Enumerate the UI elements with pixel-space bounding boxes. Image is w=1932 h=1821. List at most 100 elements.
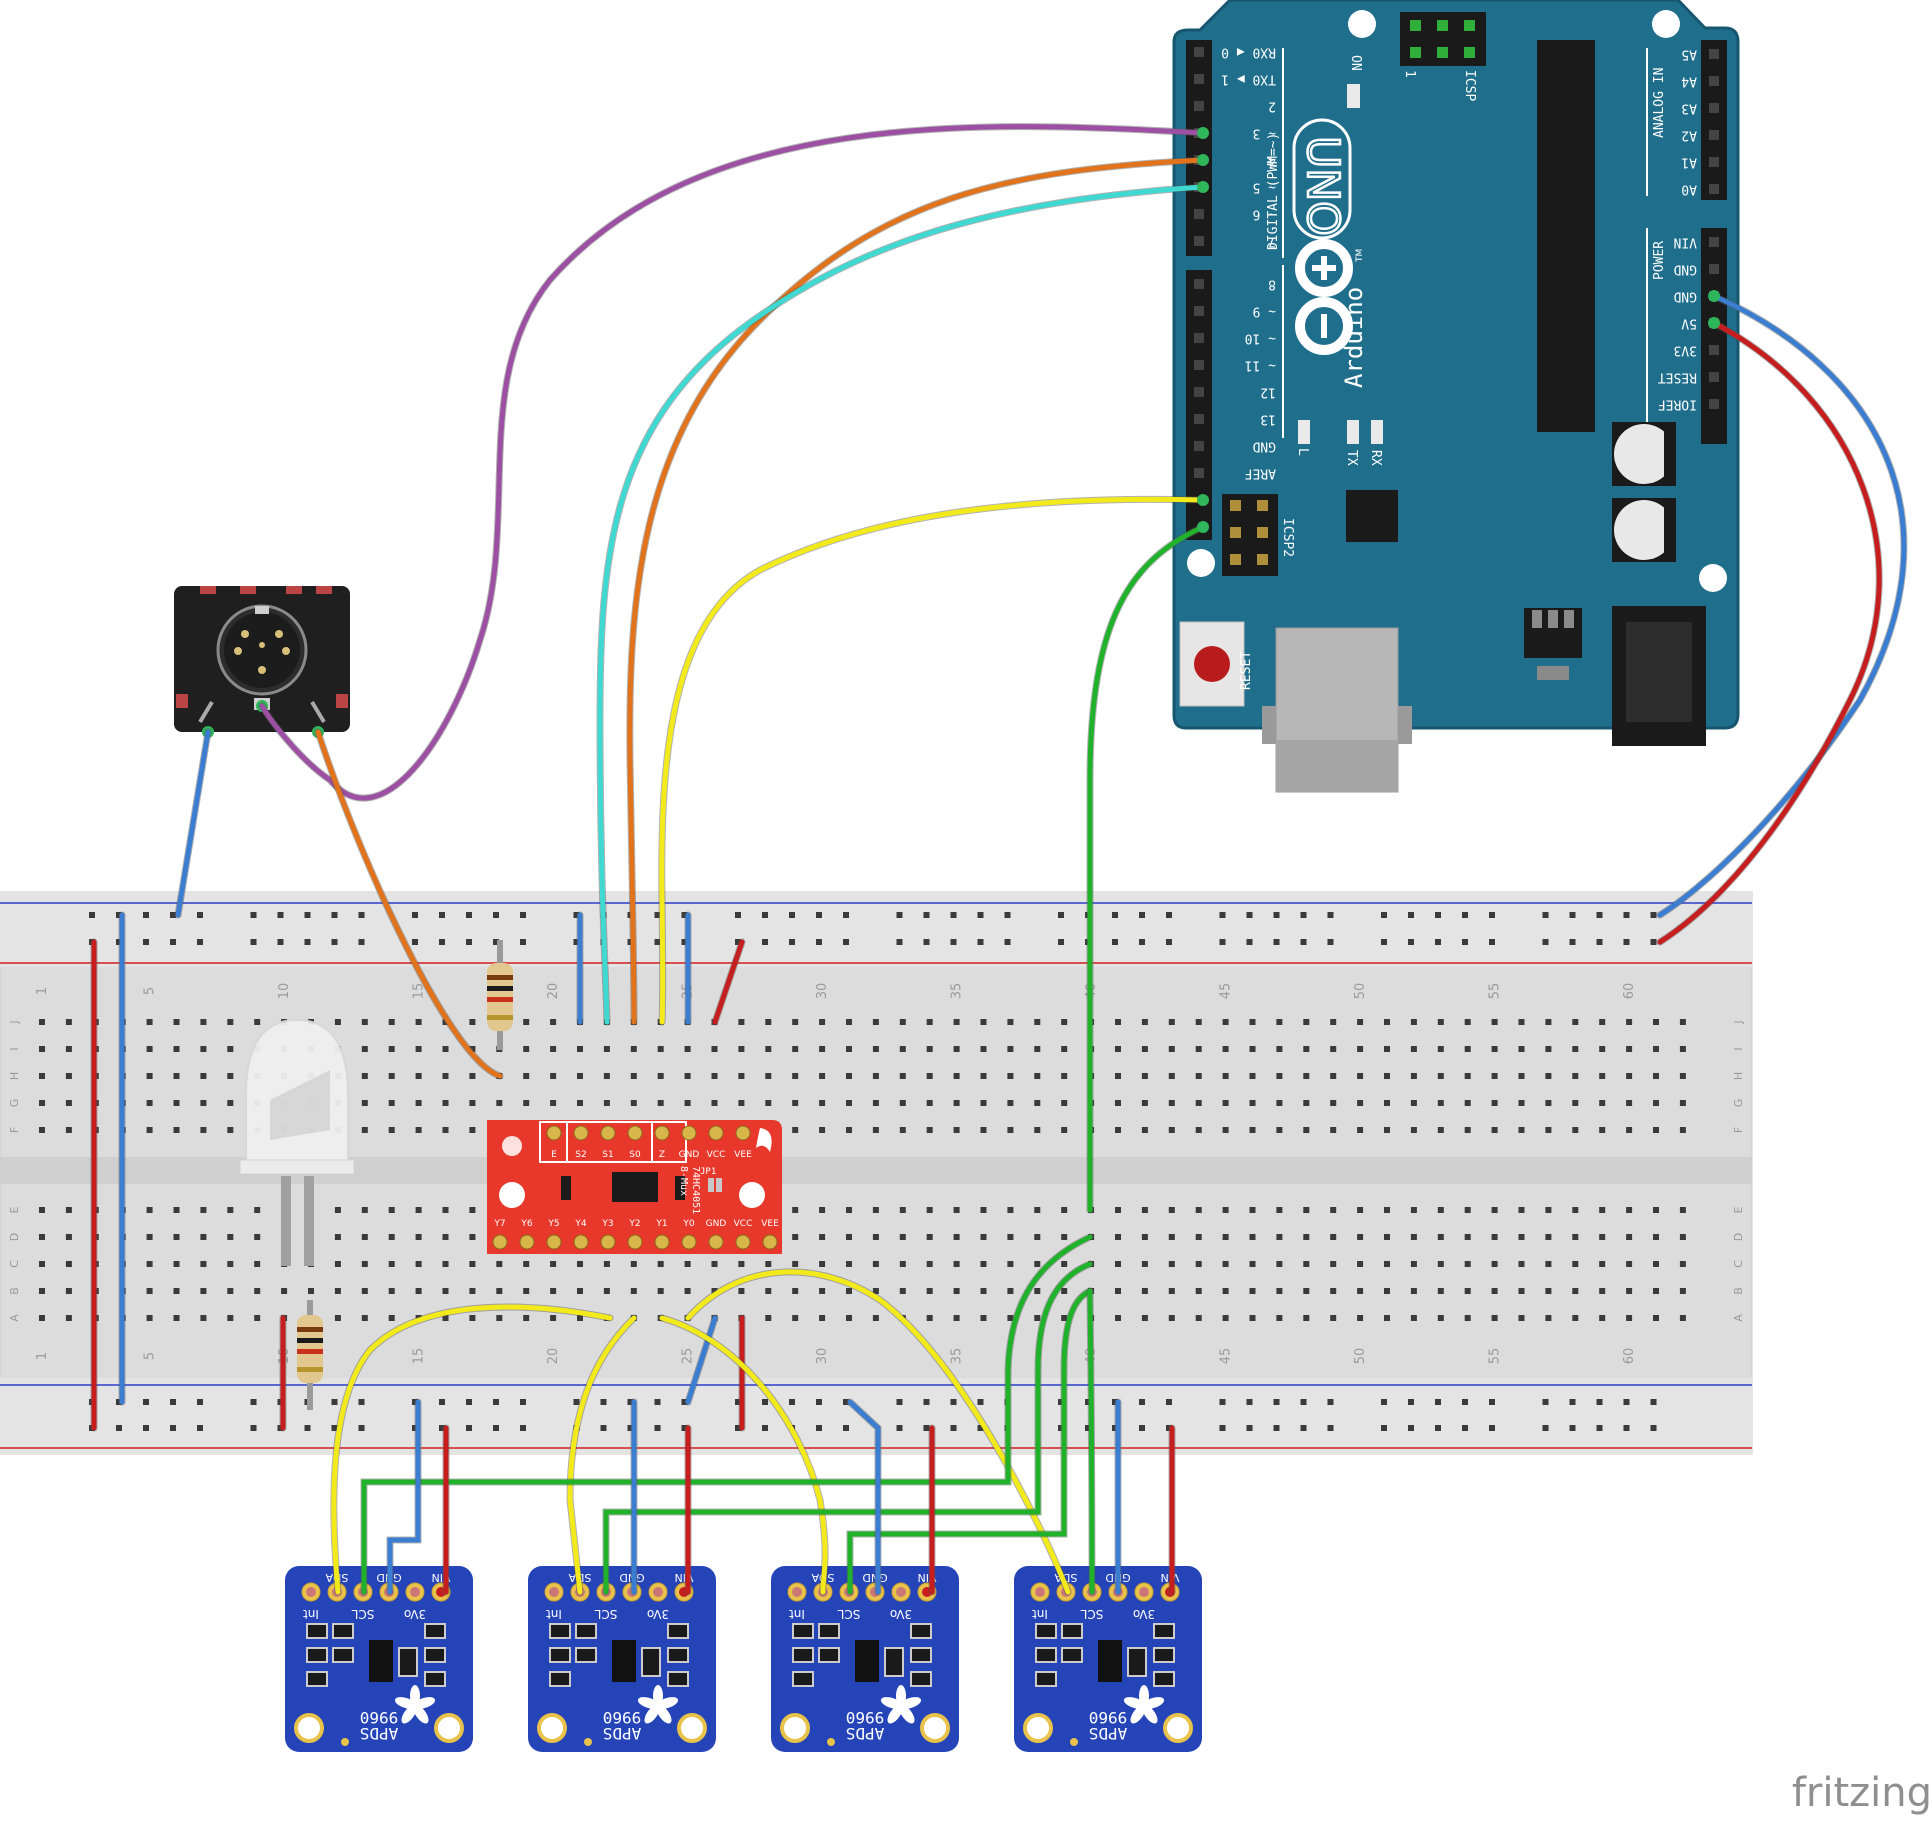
breadboard-hole [200, 1207, 207, 1213]
led-tx-label: TX [1344, 450, 1359, 466]
breadboard-hole [469, 1207, 476, 1213]
header-pin [1194, 306, 1204, 316]
breadboard-hole [1572, 1046, 1579, 1052]
breadboard-hole [388, 1315, 395, 1321]
wire-red-mux-vcc[interactable] [712, 939, 745, 1025]
breadboard-hole [388, 1100, 395, 1106]
rail-hole [304, 939, 311, 945]
icsp2-label: ICSP2 [1280, 518, 1295, 557]
breadboard-hole [415, 1100, 422, 1106]
row-label: D [1732, 1233, 1745, 1241]
breadboard-hole [872, 1127, 879, 1133]
sensor-pin-label: 3Vo [404, 1607, 426, 1621]
breadboard-hole [1061, 1207, 1068, 1213]
wire-green-scl2[interactable] [603, 1261, 1093, 1595]
breadboard-hole [1168, 1234, 1175, 1240]
digital-pin-label: AREF [1245, 466, 1276, 481]
header-pin [1194, 101, 1204, 111]
reset-button-cap[interactable] [1194, 646, 1230, 682]
rail-hole [1408, 1399, 1414, 1405]
breadboard-hole [1141, 1100, 1148, 1106]
wire-blue-sensor3[interactable] [847, 1399, 881, 1595]
breadboard-hole [146, 1100, 153, 1106]
digital-pin-label: TX0 ▶ 1 [1221, 72, 1276, 87]
breadboard-hole [953, 1100, 960, 1106]
analog-section-label: ANALOG IN [1652, 68, 1667, 138]
breadboard-hole [1330, 1234, 1337, 1240]
breadboard-hole [1276, 1288, 1283, 1294]
breadboard-hole [1545, 1315, 1552, 1321]
sensor-pin-label: Int [789, 1607, 805, 1621]
wire-green-sda[interactable] [1087, 524, 1206, 1213]
rail-hole [654, 912, 661, 918]
breadboard-hole [872, 1207, 879, 1213]
breadboard-hole [1599, 1019, 1606, 1025]
breadboard-hole [469, 1288, 476, 1294]
breadboard-hole [953, 1234, 960, 1240]
breadboard-hole [738, 1046, 745, 1052]
wire-yellow-sensor1[interactable] [331, 1304, 613, 1595]
led-tx [1347, 420, 1359, 444]
rail-hole [1004, 912, 1011, 918]
reset-button[interactable] [1179, 621, 1245, 707]
rail-hole [1650, 1399, 1657, 1405]
header-pin [1194, 209, 1204, 219]
breadboard-hole [1410, 1019, 1417, 1025]
row-label: F [1732, 1127, 1745, 1133]
breadboard-hole [1626, 1234, 1633, 1240]
breadboard-hole [1007, 1073, 1014, 1079]
breadboard-hole [1384, 1261, 1390, 1267]
breadboard-hole [1303, 1234, 1310, 1240]
breadboard-hole [146, 1046, 153, 1052]
fritzing-watermark: fritzing [1792, 1770, 1932, 1816]
rail-hole [843, 912, 849, 918]
wire-green-scl3[interactable] [847, 1288, 1093, 1595]
row-label: C [8, 1260, 21, 1268]
breadboard-hole [200, 1019, 207, 1025]
breadboard-hole [926, 1100, 933, 1106]
wire-green-scl4[interactable] [1087, 1288, 1095, 1595]
power-pin-label: 3V3 [1674, 343, 1697, 358]
breadboard-hole [1115, 1207, 1121, 1213]
breadboard-hole [1115, 1288, 1121, 1294]
wire-red-5v-rail[interactable] [1657, 320, 1882, 945]
wire-cyan-s2[interactable] [597, 184, 1206, 1025]
column-number: 1 [35, 987, 50, 995]
wire-yellow-sensor3[interactable] [659, 1315, 828, 1595]
breadboard-hole [792, 1315, 799, 1321]
breadboard-hole [953, 1261, 960, 1267]
rail-hole [1166, 912, 1172, 918]
wire-purple-midi[interactable] [259, 124, 1206, 801]
rail-hole [977, 1425, 984, 1431]
breadboard-hole [1599, 1046, 1606, 1052]
wire-blue-midi-gnd[interactable] [175, 729, 211, 918]
header-pin [1194, 333, 1204, 343]
wire-blue-sensor1[interactable] [387, 1399, 421, 1595]
breadboard-hole [200, 1261, 207, 1267]
rail-hole [896, 939, 903, 945]
breadboard-hole [1384, 1234, 1390, 1240]
breadboard-hole [926, 1288, 933, 1294]
column-number: 30 [815, 1348, 830, 1365]
breadboard-hole [415, 1207, 422, 1213]
wire-blue-gnd-rail[interactable] [1657, 293, 1907, 918]
wire-green-scl1[interactable] [361, 1234, 1093, 1595]
breadboard-hole [603, 1288, 610, 1294]
wire-blue-bottom-rail[interactable] [685, 1315, 718, 1405]
breadboard-hole [361, 1046, 368, 1052]
breadboard-hole [1384, 1288, 1390, 1294]
rail-hole [1327, 939, 1334, 945]
mux-chip-label: 74HC4051 [690, 1166, 701, 1214]
breadboard-hole [496, 1100, 503, 1106]
row-label: A [1732, 1314, 1745, 1322]
breadboard-hole [1357, 1288, 1364, 1294]
icsp-pin [1410, 20, 1421, 31]
breadboard-hole [1276, 1207, 1283, 1213]
wire-yellow-z[interactable] [659, 496, 1206, 1025]
rail-hole [170, 1399, 176, 1405]
wire-orange-midi[interactable] [315, 729, 503, 1079]
mounting-hole [1652, 10, 1680, 38]
wire-orange-s1[interactable] [627, 157, 1206, 1025]
column-number: 55 [1488, 983, 1503, 1000]
icsp2-pin [1230, 500, 1241, 511]
